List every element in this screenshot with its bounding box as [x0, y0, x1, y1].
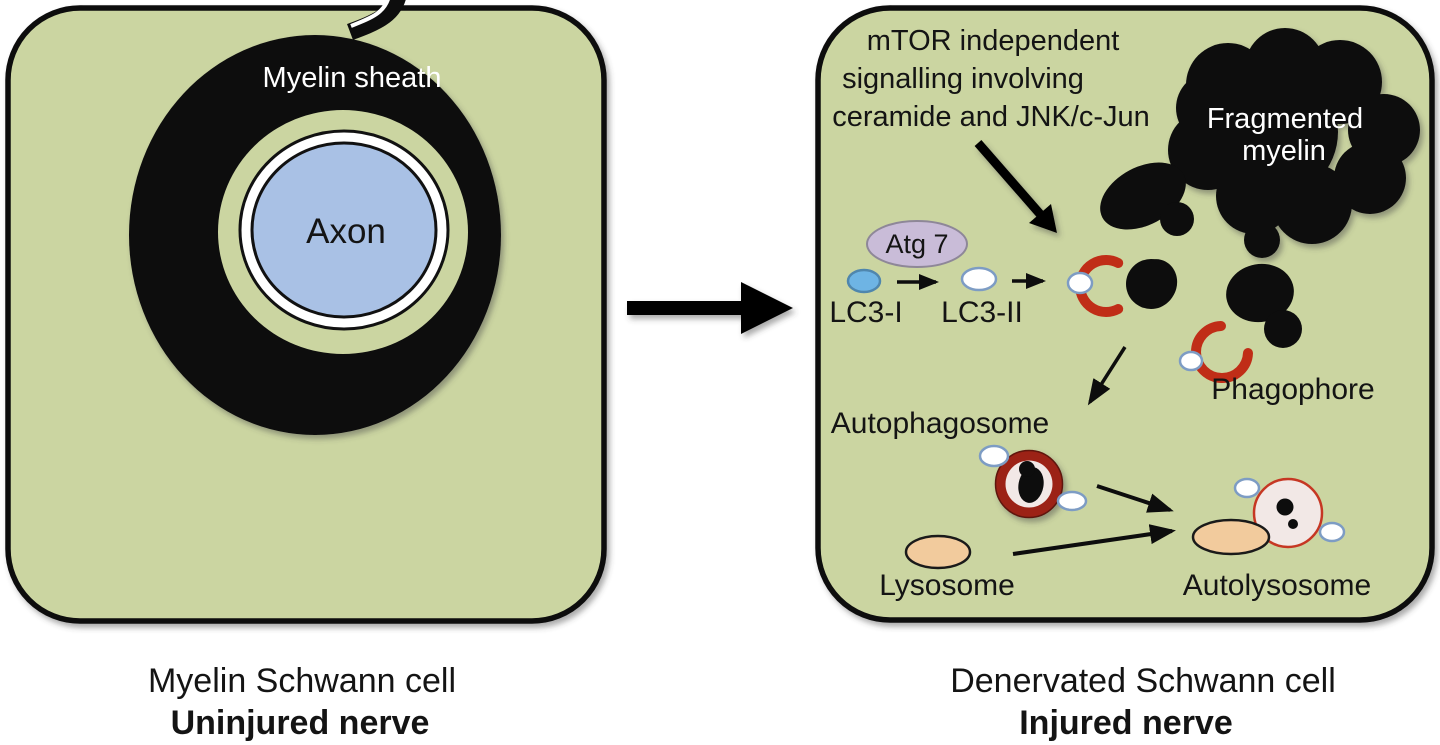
- myelin-spiral-tail-highlight: [350, 0, 390, 28]
- myelin-fragment: [1264, 310, 1302, 348]
- phagophore-label: Phagophore: [1211, 373, 1374, 406]
- fusion-arrow-from-lysosome: [1012, 524, 1176, 556]
- phagophore-crescent-2: [1191, 321, 1253, 383]
- degraded-debris-dot: [1288, 519, 1298, 529]
- lc3-vesicle: [1233, 477, 1261, 499]
- lc3-vesicle: [1178, 350, 1204, 372]
- signalling-text-line3: ceramide and JNK/c-Jun: [832, 101, 1150, 133]
- fragmented-myelin-cloud: [1168, 28, 1420, 258]
- lc3-vesicle: [978, 444, 1010, 468]
- signalling-arrow: [974, 140, 1057, 233]
- right-caption-line2: Injured nerve: [1019, 704, 1233, 742]
- axon: [250, 141, 438, 319]
- myelin-fragment: [1226, 263, 1294, 323]
- myelin-fragment-engulfed: [1126, 259, 1176, 309]
- maturation-arrow: [1087, 346, 1127, 406]
- myelin-fragments: [1100, 162, 1302, 348]
- lc3-vesicle: [1056, 490, 1088, 512]
- autophagosome: [978, 444, 1088, 519]
- fragmented-myelin-label-line2: myelin: [1242, 135, 1326, 167]
- lc3i-vesicle: [846, 268, 882, 294]
- uninjured-cell-panel: Myelin sheath Axon: [5, 0, 607, 624]
- atg7-protein: [866, 220, 968, 268]
- myelin-fragment: [1160, 202, 1194, 236]
- atg7-label: Atg 7: [885, 229, 948, 259]
- fusion-arrow-from-autophagosome: [1096, 484, 1174, 513]
- left-caption-line1: Myelin Schwann cell: [148, 662, 456, 700]
- lc3-vesicle: [1066, 271, 1094, 295]
- signalling-text-line2: signalling involving: [842, 63, 1084, 95]
- left-caption-line2: Uninjured nerve: [171, 704, 430, 742]
- myelin-sheath-label: Myelin sheath: [263, 62, 442, 94]
- fused-lysosome: [1191, 518, 1271, 556]
- autolysosome: [1191, 477, 1346, 556]
- degraded-debris-dot: [1276, 498, 1294, 516]
- right-caption-line1: Denervated Schwann cell: [950, 662, 1336, 700]
- myelin-spiral-tail: [347, 0, 406, 40]
- autolysosome-label: Autolysosome: [1183, 569, 1371, 602]
- transition-arrow: [627, 282, 793, 334]
- lysosome: [904, 534, 972, 570]
- lc3ii-vesicle: [960, 266, 998, 292]
- fragmented-myelin-label-line1: Fragmented: [1207, 103, 1363, 135]
- lc3-vesicle: [1318, 521, 1346, 543]
- lysosome-label: Lysosome: [879, 569, 1015, 602]
- denervated-cell-panel: mTOR independent signalling involving ce…: [815, 5, 1435, 623]
- signalling-text-line1: mTOR independent: [867, 25, 1120, 57]
- transition-arrow-head: [741, 282, 793, 334]
- transition-arrow-shaft: [627, 301, 745, 315]
- engulfed-myelin-debris: [1019, 461, 1035, 477]
- axon-label: Axon: [306, 212, 386, 251]
- lc3i-label: LC3-I: [829, 296, 902, 329]
- lc3ii-label: LC3-II: [941, 296, 1023, 329]
- autophagosome-label: Autophagosome: [831, 407, 1050, 440]
